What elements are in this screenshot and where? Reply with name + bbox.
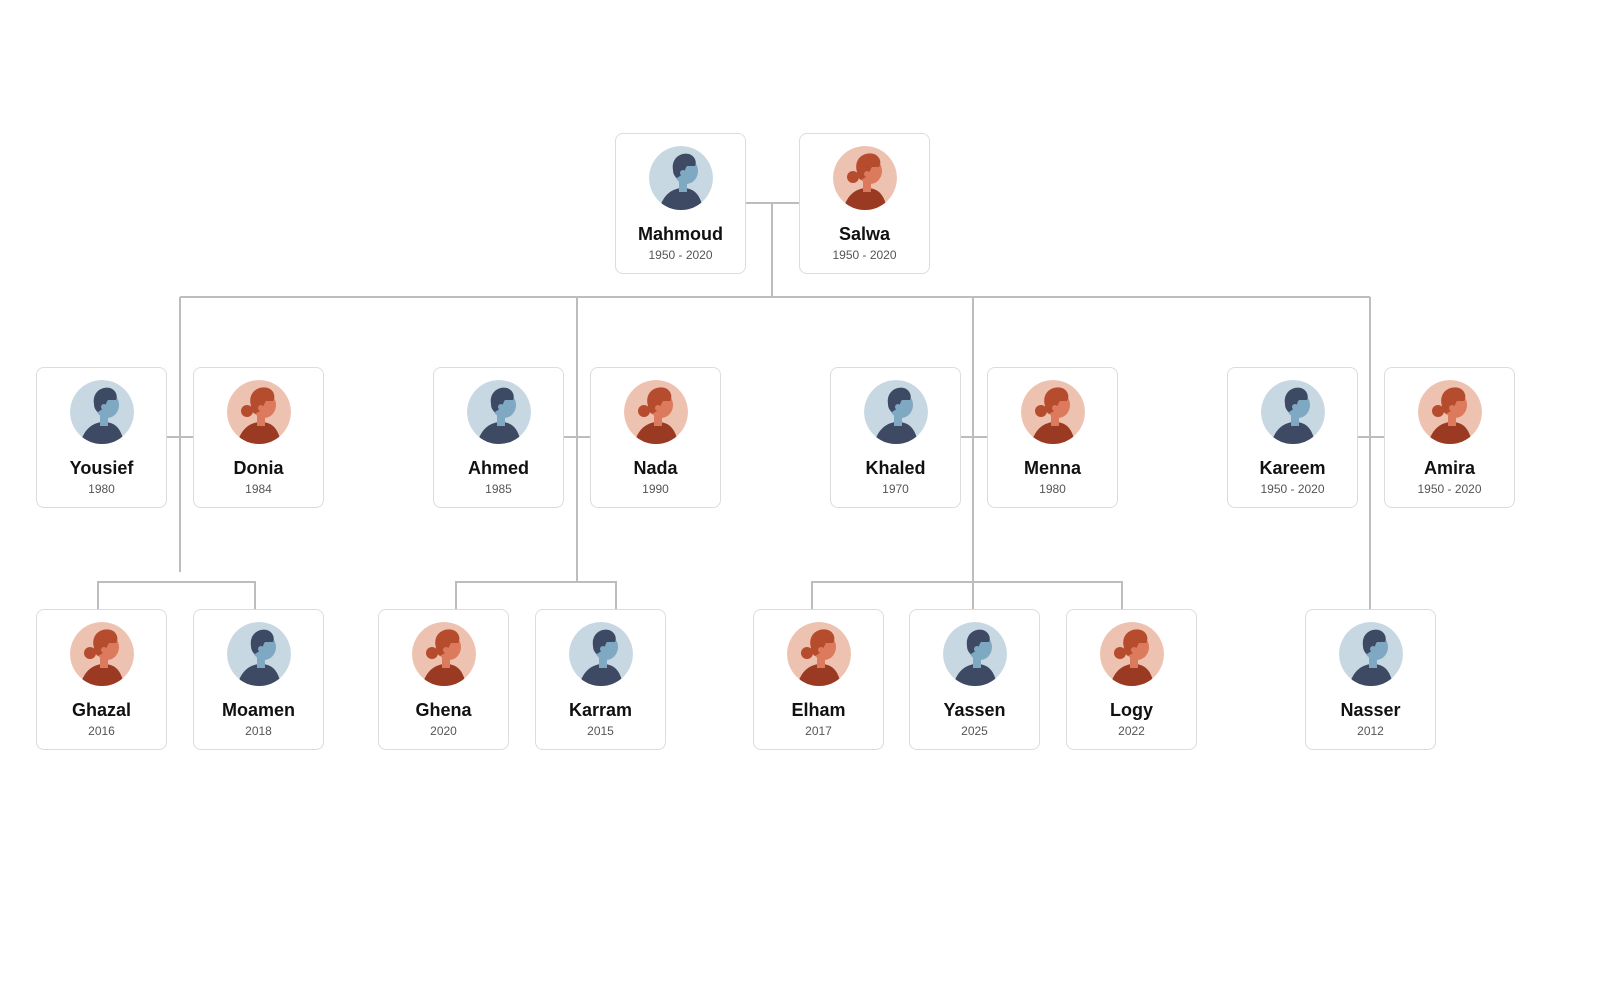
person-name: Salwa: [838, 224, 891, 244]
person-years: 1950 - 2020: [832, 248, 897, 262]
connector-children-ahmed: [455, 581, 617, 609]
person-years: 1950 - 2020: [1260, 482, 1325, 496]
person-name: Nasser: [1340, 700, 1401, 720]
person-years: 2025: [961, 724, 988, 738]
female-avatar-icon: [1099, 622, 1164, 686]
person-years: 2015: [587, 724, 614, 738]
person-name: Donia: [233, 458, 284, 478]
person-name: Nada: [633, 458, 678, 478]
person-card-elham[interactable]: Elham 2017: [753, 609, 884, 750]
person-card-nada[interactable]: Nada 1990: [590, 367, 721, 508]
female-avatar-icon: [69, 622, 134, 686]
person-years: 1950 - 2020: [1417, 482, 1482, 496]
person-years: 1950 - 2020: [648, 248, 713, 262]
person-name: Elham: [791, 700, 846, 720]
person-card-menna[interactable]: Menna 1980: [987, 367, 1118, 508]
person-name: Yousief: [69, 458, 134, 478]
male-avatar-icon: [863, 380, 928, 444]
connector-lines: [97, 202, 1384, 609]
person-years: 2022: [1118, 724, 1145, 738]
person-card-moamen[interactable]: Moamen 2018: [193, 609, 324, 750]
person-name: Logy: [1110, 700, 1153, 720]
person-years: 2018: [245, 724, 272, 738]
person-name: Karram: [568, 700, 633, 720]
person-card-ahmed[interactable]: Ahmed 1985: [433, 367, 564, 508]
female-avatar-icon: [1020, 380, 1085, 444]
person-name: Kareem: [1259, 458, 1326, 478]
person-name: Moamen: [221, 700, 295, 720]
female-avatar-icon: [832, 146, 897, 210]
female-avatar-icon: [226, 380, 291, 444]
person-name: Khaled: [865, 458, 926, 478]
person-name: Ghena: [415, 700, 472, 720]
person-card-ghena[interactable]: Ghena 2020: [378, 609, 509, 750]
person-card-kareem[interactable]: Kareem 1950 - 2020: [1227, 367, 1358, 508]
male-avatar-icon: [69, 380, 134, 444]
person-name: Ahmed: [467, 458, 529, 478]
person-card-amira[interactable]: Amira 1950 - 2020: [1384, 367, 1515, 508]
person-years: 1985: [485, 482, 512, 496]
person-years: 1990: [642, 482, 669, 496]
person-name: Amira: [1423, 458, 1476, 478]
female-avatar-icon: [786, 622, 851, 686]
female-avatar-icon: [623, 380, 688, 444]
male-avatar-icon: [1338, 622, 1403, 686]
person-card-salwa[interactable]: Salwa 1950 - 2020: [799, 133, 930, 274]
person-years: 1980: [88, 482, 115, 496]
person-card-khaled[interactable]: Khaled 1970: [830, 367, 961, 508]
person-card-nasser[interactable]: Nasser 2012: [1305, 609, 1436, 750]
male-avatar-icon: [1260, 380, 1325, 444]
person-years: 1970: [882, 482, 909, 496]
male-avatar-icon: [568, 622, 633, 686]
male-avatar-icon: [226, 622, 291, 686]
person-name: Menna: [1023, 458, 1081, 478]
male-avatar-icon: [648, 146, 713, 210]
person-card-yassen[interactable]: Yassen 2025: [909, 609, 1040, 750]
person-name: Ghazal: [71, 700, 132, 720]
person-years: 2020: [430, 724, 457, 738]
person-card-donia[interactable]: Donia 1984: [193, 367, 324, 508]
person-years: 2012: [1357, 724, 1384, 738]
person-card-mahmoud[interactable]: Mahmoud 1950 - 2020: [615, 133, 746, 274]
person-years: 2016: [88, 724, 115, 738]
person-card-logy[interactable]: Logy 2022: [1066, 609, 1197, 750]
person-name: Yassen: [943, 700, 1006, 720]
male-avatar-icon: [466, 380, 531, 444]
female-avatar-icon: [1417, 380, 1482, 444]
person-card-karram[interactable]: Karram 2015: [535, 609, 666, 750]
person-years: 1980: [1039, 482, 1066, 496]
female-avatar-icon: [411, 622, 476, 686]
person-name: Mahmoud: [638, 224, 723, 244]
connector-children-khaled: [811, 581, 1123, 609]
person-card-yousief[interactable]: Yousief 1980: [36, 367, 167, 508]
person-years: 2017: [805, 724, 832, 738]
male-avatar-icon: [942, 622, 1007, 686]
person-card-ghazal[interactable]: Ghazal 2016: [36, 609, 167, 750]
connector-children-yousief: [97, 581, 256, 609]
person-years: 1984: [245, 482, 272, 496]
